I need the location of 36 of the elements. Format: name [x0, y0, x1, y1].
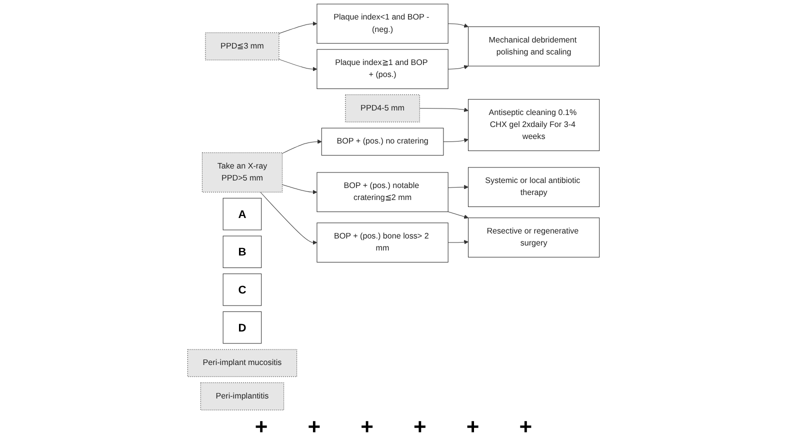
node-box: Systemic or local antibiotic therapy: [468, 167, 600, 207]
arrow: [443, 138, 468, 143]
arrow: [448, 184, 468, 190]
node-box: C: [222, 274, 262, 306]
node-box: BOP + (pos.) no cratering: [321, 128, 444, 156]
node-box: Plaque index<1 and BOP - (neg.): [316, 4, 448, 44]
node-box: Resective or regenerative surgery: [468, 218, 600, 258]
node-box: A: [222, 198, 262, 230]
node-box: BOP + (pos.) notable cratering≦2 mm: [316, 172, 448, 212]
node-box: Peri-implantitis: [200, 382, 284, 410]
node-box: PPD4-5 mm: [345, 94, 420, 122]
node-box: Take an X-ray PPD>5 mm: [202, 152, 282, 192]
plus-sign: +: [360, 414, 374, 441]
arrow: [448, 65, 468, 70]
arrow: [278, 59, 318, 72]
plus-sign: +: [466, 414, 480, 441]
node-box: Antiseptic cleaning 0.1% CHX gel 2xdaily For 3-4 weeks: [468, 99, 600, 152]
arrow: [448, 23, 468, 28]
node-box: D: [222, 311, 262, 344]
arrow: [448, 240, 468, 244]
node-box: Peri-implant mucositis: [187, 349, 298, 377]
node-box: B: [222, 236, 262, 268]
arrow: [282, 184, 318, 194]
arrow: [278, 21, 318, 34]
plus-sign: +: [414, 414, 426, 441]
plus-sign: +: [519, 414, 532, 441]
plus-sign: +: [308, 414, 321, 441]
plus-sign: +: [254, 414, 268, 441]
arrow: [260, 192, 318, 245]
arrow: [419, 108, 468, 112]
node-box: Mechanical debridement polishing and scaling: [468, 26, 600, 66]
node-box: BOP + (pos.) bone loss> 2 mm: [316, 222, 448, 262]
arrow: [282, 139, 322, 154]
arrow: [448, 212, 468, 219]
node-box: Plaque index≧1 and BOP + (pos.): [316, 49, 448, 89]
node-box: PPD≦3 mm: [205, 32, 280, 60]
